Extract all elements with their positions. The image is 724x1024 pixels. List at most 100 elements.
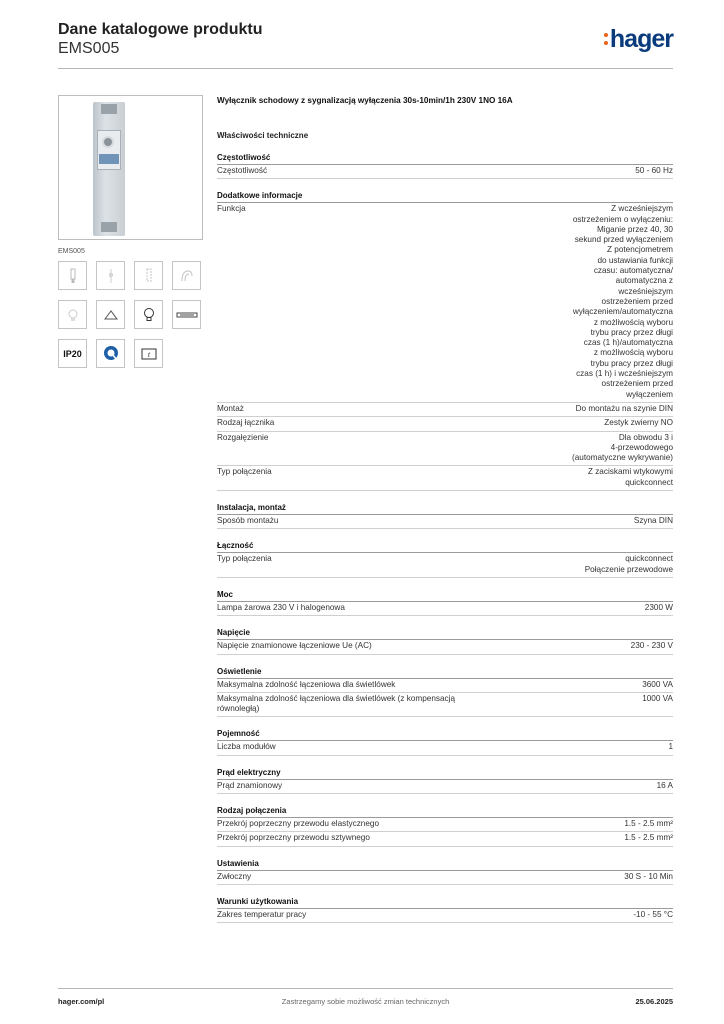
property-label: Napięcie znamionowe łączeniowe Ue (AC) <box>217 641 372 651</box>
footer-date: 25.06.2025 <box>635 997 673 1006</box>
product-image-caption: EMS005 <box>58 248 85 255</box>
property-label: Zwłoczny <box>217 871 252 881</box>
footer-divider <box>58 988 673 989</box>
timer-t-icon: t <box>134 339 163 368</box>
section-heading: Moc <box>217 589 673 602</box>
property-value: Zestyk zwierny NO <box>604 418 673 428</box>
section-heading: Łączność <box>217 540 673 554</box>
property-label: Częstotliwość <box>217 166 268 175</box>
feature-icons: IP20 t <box>58 261 203 378</box>
section-heading: Rodzaj połączenia <box>217 805 673 818</box>
led-lamp-icon <box>134 261 163 290</box>
property-row: Przekrój poprzeczny przewodu sztywnego 1.… <box>217 832 673 847</box>
section-heading: Ustawienia <box>217 858 673 871</box>
property-label: Funkcja <box>217 204 246 214</box>
property-row: Maksymalna zdolność łączeniowa dla świet… <box>217 679 673 693</box>
property-value: 1.5 - 2.5 mm² <box>624 833 673 843</box>
product-code: EMS005 <box>58 40 120 57</box>
svg-text:t: t <box>147 350 150 359</box>
logo-text: hager <box>609 25 674 53</box>
property-label: Przekrój poprzeczny przewodu elastyczneg… <box>217 818 380 828</box>
property-row: Typ połączenia quickconnect Połączenie pr… <box>217 553 673 578</box>
property-row: Napięcie znamionowe łączeniowe Ue (AC) 23… <box>217 640 673 655</box>
property-label: Sposób montażu <box>217 516 279 526</box>
logo-dots-icon <box>603 31 608 47</box>
property-row: Funkcja Z wcześniejszym ostrzeżeniem o wy… <box>217 203 673 403</box>
page-header: Dane katalogowe produktu EMS005 hager <box>58 20 674 68</box>
property-value: 1 <box>668 742 673 752</box>
din-rail-icon <box>172 300 201 329</box>
property-value: Z wcześniejszym ostrzeżeniem o wyłączeni… <box>572 204 673 399</box>
property-value: 3600 VA <box>642 679 673 689</box>
property-value: Do montażu na szynie DIN <box>575 403 673 413</box>
property-value: Dla obwodu 3 i 4-przewodowego (automatyc… <box>571 432 673 463</box>
document-title: Dane katalogowe produktu <box>58 21 263 38</box>
property-label: Montaż <box>217 403 244 413</box>
property-value: 1000 VA <box>642 693 673 703</box>
property-label: Typ połączenia <box>217 554 272 564</box>
product-name: Wyłącznik schodowy z sygnalizacją wyłącz… <box>217 96 513 105</box>
motor-load-icon <box>58 300 87 329</box>
property-label: Przekrój poprzeczny przewodu sztywnego <box>217 833 370 843</box>
footer-website: hager.com/pl <box>58 997 105 1006</box>
property-row: Typ połączenia Z zaciskami wtykowymi quic… <box>217 466 673 492</box>
footer-disclaimer: Zastrzegamy sobie możliwość zmian techni… <box>281 997 450 1006</box>
product-image-panel: EMS005 <box>58 95 203 256</box>
bulb-icon <box>134 300 163 329</box>
din-device-illustration <box>93 102 125 236</box>
property-row: Rodzaj łącznika Zestyk zwierny NO <box>217 417 673 432</box>
property-label: Prąd znamionowy <box>217 780 283 790</box>
hager-logo: hager <box>603 25 674 53</box>
property-row: Rozgałęzienie Dla obwodu 3 i 4-przewodowe… <box>217 432 673 467</box>
halogen-lamp-icon <box>96 261 125 290</box>
property-row: Częstotliwość 50 - 60 Hz <box>217 165 673 180</box>
property-value: Z zaciskami wtykowymi quickconnect <box>587 467 673 487</box>
property-row: Prąd znamionowy 16 A <box>217 780 673 794</box>
properties-title: Właściwości techniczne <box>217 131 309 140</box>
property-label: Rodzaj łącznika <box>217 418 275 428</box>
property-row: Zakres temperatur pracy -10 - 55 °C <box>217 909 673 924</box>
section-heading: Prąd elektryczny <box>217 767 673 780</box>
quick-connect-icon <box>96 339 125 368</box>
property-label: Rozgałęzienie <box>217 432 269 442</box>
property-label: Maksymalna zdolność łączeniowa dla świet… <box>217 679 396 689</box>
property-label: Maksymalna zdolność łączeniowa dla świet… <box>217 693 455 714</box>
property-row: Przekrój poprzeczny przewodu elastyczneg… <box>217 818 673 833</box>
section-heading: Częstotliwość <box>217 152 673 165</box>
property-value: 230 - 230 V <box>630 641 673 651</box>
section-heading: Napięcie <box>217 627 673 641</box>
property-label: Typ połączenia <box>217 467 272 477</box>
property-value: 16 A <box>656 780 673 790</box>
property-row: Montaż Do montażu na szynie DIN <box>217 403 673 418</box>
section-heading: Warunki użytkowania <box>217 896 673 909</box>
section-heading: Pojemność <box>217 728 673 742</box>
property-value: quickconnect Połączenie przewodowe <box>584 554 673 574</box>
header-divider <box>58 68 673 69</box>
property-value: -10 - 55 °C <box>633 909 673 919</box>
property-value: 1.5 - 2.5 mm² <box>624 818 673 828</box>
section-heading: Instalacja, montaż <box>217 502 673 516</box>
pushbutton-icon <box>96 300 125 329</box>
technical-data: Wyłącznik schodowy z sygnalizacją wyłącz… <box>217 95 673 924</box>
fluorescent-lamp-icon <box>58 261 87 290</box>
property-label: Zakres temperatur pracy <box>217 909 307 919</box>
compact-fluorescent-icon <box>172 261 201 290</box>
section-heading: Dodatkowe informacje <box>217 190 673 204</box>
property-value: 50 - 60 Hz <box>635 166 673 175</box>
product-image <box>58 95 203 240</box>
